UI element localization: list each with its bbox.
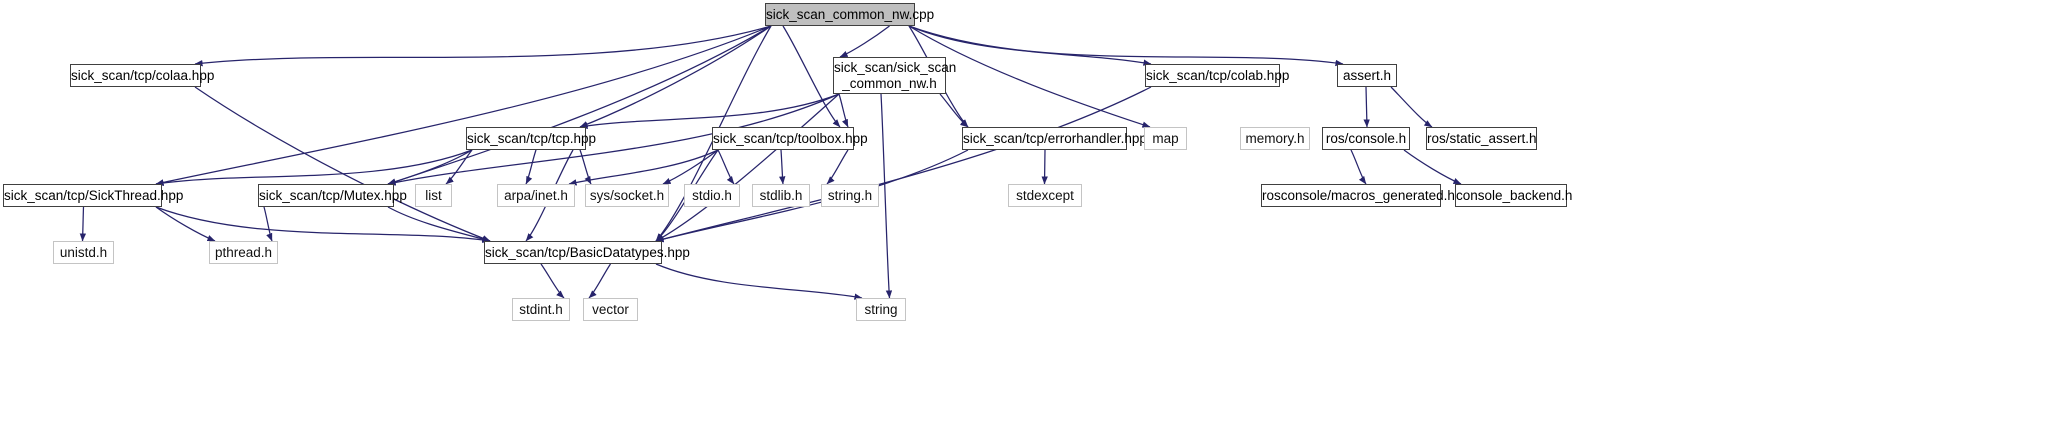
graph-node-label: stdlib.h xyxy=(759,187,803,203)
graph-edge-sickthread-to-basicdatatypes xyxy=(155,206,491,244)
graph-node-label: unistd.h xyxy=(59,244,108,260)
graph-node-label: arpa/inet.h xyxy=(504,187,568,203)
graph-edge-basicdatatypes-to-stdint_h xyxy=(540,263,565,299)
graph-edge-assert_h-to-ros_console xyxy=(1363,86,1370,128)
graph-node-toolbox[interactable]: sick_scan/tcp/toolbox.hpp xyxy=(712,127,868,150)
graph-node-colab[interactable]: sick_scan/tcp/colab.hpp xyxy=(1145,64,1290,87)
graph-edge-colab-to-basicdatatypes xyxy=(655,86,1152,243)
graph-edge-commonnw_h-to-tcp_hpp xyxy=(579,93,840,129)
graph-edge-ros_console-to-console_backend xyxy=(1403,149,1462,185)
graph-edge-commonnw_h-to-basicdatatypes xyxy=(655,93,840,242)
graph-edge-root-to-toolbox xyxy=(782,25,841,128)
graph-node-label: sick_scan/tcp/BasicDatatypes.hpp xyxy=(485,244,690,260)
graph-node-errorhandler[interactable]: sick_scan/tcp/errorhandler.hpp xyxy=(962,127,1147,150)
graph-edge-sickthread-to-unistd_h xyxy=(79,206,87,242)
graph-node-memory_h[interactable]: memory.h xyxy=(1240,127,1310,150)
graph-edge-commonnw_h-to-string xyxy=(880,93,893,299)
graph-edge-basicdatatypes-to-string xyxy=(655,263,863,300)
graph-edge-root-to-tcp_hpp xyxy=(579,25,772,128)
graph-node-pthread_h[interactable]: pthread.h xyxy=(209,241,278,264)
graph-node-ros_static[interactable]: ros/static_assert.h xyxy=(1426,127,1537,150)
graph-node-label: ros/console.h xyxy=(1325,130,1407,146)
graph-node-stdexcept[interactable]: stdexcept xyxy=(1008,184,1082,207)
graph-node-label: pthread.h xyxy=(214,244,273,260)
graph-edge-toolbox-to-sys_socket xyxy=(662,149,719,185)
graph-node-basicdatatypes[interactable]: sick_scan/tcp/BasicDatatypes.hpp xyxy=(484,241,690,264)
graph-node-colaa[interactable]: sick_scan/tcp/colaa.hpp xyxy=(70,64,215,87)
graph-node-label: sick_scan/tcp/SickThread.hpp xyxy=(4,187,184,203)
graph-edge-mutex-to-pthread_h xyxy=(263,206,273,242)
graph-node-macros_gen[interactable]: rosconsole/macros_generated.h xyxy=(1261,184,1455,207)
graph-node-sys_socket[interactable]: sys/socket.h xyxy=(585,184,669,207)
graph-node-commonnw_h[interactable]: sick_scan/sick_scan _common_nw.h xyxy=(833,57,957,94)
graph-node-stdio_h[interactable]: stdio.h xyxy=(684,184,740,207)
graph-node-unistd_h[interactable]: unistd.h xyxy=(53,241,114,264)
graph-edge-commonnw_h-to-errorhandler xyxy=(939,93,969,128)
graph-edge-tcp_hpp-to-mutex xyxy=(387,149,473,185)
graph-edge-tcp_hpp-to-sys_socket xyxy=(579,149,592,185)
graph-node-label: sick_scan/tcp/tcp.hpp xyxy=(467,130,597,146)
graph-node-map[interactable]: map xyxy=(1144,127,1187,150)
graph-edge-ros_console-to-macros_gen xyxy=(1350,149,1367,185)
graph-node-label: string xyxy=(864,301,898,317)
graph-node-label: sick_scan_common_nw.cpp xyxy=(766,6,935,22)
graph-node-vector[interactable]: vector xyxy=(583,298,638,321)
graph-edge-root-to-commonnw_h xyxy=(839,25,890,58)
graph-edge-assert_h-to-ros_static xyxy=(1390,86,1433,128)
graph-edge-colaa-to-basicdatatypes xyxy=(194,86,491,242)
graph-node-label: string.h xyxy=(827,187,873,203)
graph-node-label: assert.h xyxy=(1342,67,1392,83)
graph-node-label: sick_scan/tcp/errorhandler.hpp xyxy=(963,130,1147,146)
graph-edge-tcp_hpp-to-sickthread xyxy=(155,149,473,187)
graph-node-string[interactable]: string xyxy=(856,298,906,321)
graph-edge-toolbox-to-arpa_inet xyxy=(568,149,719,186)
graph-edge-tcp_hpp-to-arpa_inet xyxy=(525,149,537,185)
graph-edge-toolbox-to-stdlib_h xyxy=(779,149,786,185)
graph-node-label: stdio.h xyxy=(692,187,732,203)
graph-node-root[interactable]: sick_scan_common_nw.cpp xyxy=(765,3,935,26)
graph-node-label: sick_scan/tcp/Mutex.hpp xyxy=(259,187,407,203)
graph-edge-root-to-sickthread xyxy=(155,25,772,186)
graph-edge-toolbox-to-stdio_h xyxy=(717,149,735,185)
graph-node-label: memory.h xyxy=(1245,130,1305,146)
graph-node-label: sick_scan/tcp/colab.hpp xyxy=(1146,67,1290,83)
graph-edge-root-to-mutex xyxy=(387,25,772,185)
graph-node-list[interactable]: list xyxy=(415,184,452,207)
graph-node-label: sick_scan/tcp/toolbox.hpp xyxy=(713,130,868,146)
graph-edge-root-to-colaa xyxy=(194,25,772,67)
graph-node-label: list xyxy=(425,187,442,203)
graph-edge-tcp_hpp-to-list xyxy=(445,149,473,185)
graph-node-tcp_hpp[interactable]: sick_scan/tcp/tcp.hpp xyxy=(466,127,597,150)
graph-node-label: sick_scan/sick_scan _common_nw.h xyxy=(834,60,957,91)
graph-node-arpa_inet[interactable]: arpa/inet.h xyxy=(497,184,575,207)
graph-node-label: stdint.h xyxy=(519,301,563,317)
graph-node-label: stdexcept xyxy=(1016,187,1074,203)
graph-node-label: sys/socket.h xyxy=(589,187,665,203)
graph-node-label: ros/static_assert.h xyxy=(1427,130,1537,146)
graph-edge-sickthread-to-pthread_h xyxy=(155,206,216,242)
graph-node-label: vector xyxy=(592,301,629,317)
graph-node-stdint_h[interactable]: stdint.h xyxy=(512,298,570,321)
graph-node-label: rosconsole/macros_generated.h xyxy=(1262,187,1455,203)
graph-edge-basicdatatypes-to-vector xyxy=(588,263,612,299)
graph-node-label: sick_scan/tcp/colaa.hpp xyxy=(71,67,215,83)
graph-edge-commonnw_h-to-toolbox xyxy=(838,93,849,128)
graph-node-mutex[interactable]: sick_scan/tcp/Mutex.hpp xyxy=(258,184,407,207)
graph-node-label: console_backend.h xyxy=(1456,187,1573,203)
graph-node-ros_console[interactable]: ros/console.h xyxy=(1322,127,1410,150)
graph-edge-toolbox-to-string_h xyxy=(826,149,849,185)
graph-node-stdlib_h[interactable]: stdlib.h xyxy=(752,184,810,207)
graph-node-sickthread[interactable]: sick_scan/tcp/SickThread.hpp xyxy=(3,184,184,207)
graph-node-assert_h[interactable]: assert.h xyxy=(1337,64,1397,87)
graph-edge-mutex-to-basicdatatypes xyxy=(387,206,491,243)
graph-edge-errorhandler-to-stdexcept xyxy=(1041,149,1048,185)
graph-node-console_backend[interactable]: console_backend.h xyxy=(1455,184,1573,207)
graph-edge-root-to-assert_h xyxy=(908,25,1344,67)
graph-node-string_h[interactable]: string.h xyxy=(821,184,879,207)
graph-node-label: map xyxy=(1152,130,1179,146)
